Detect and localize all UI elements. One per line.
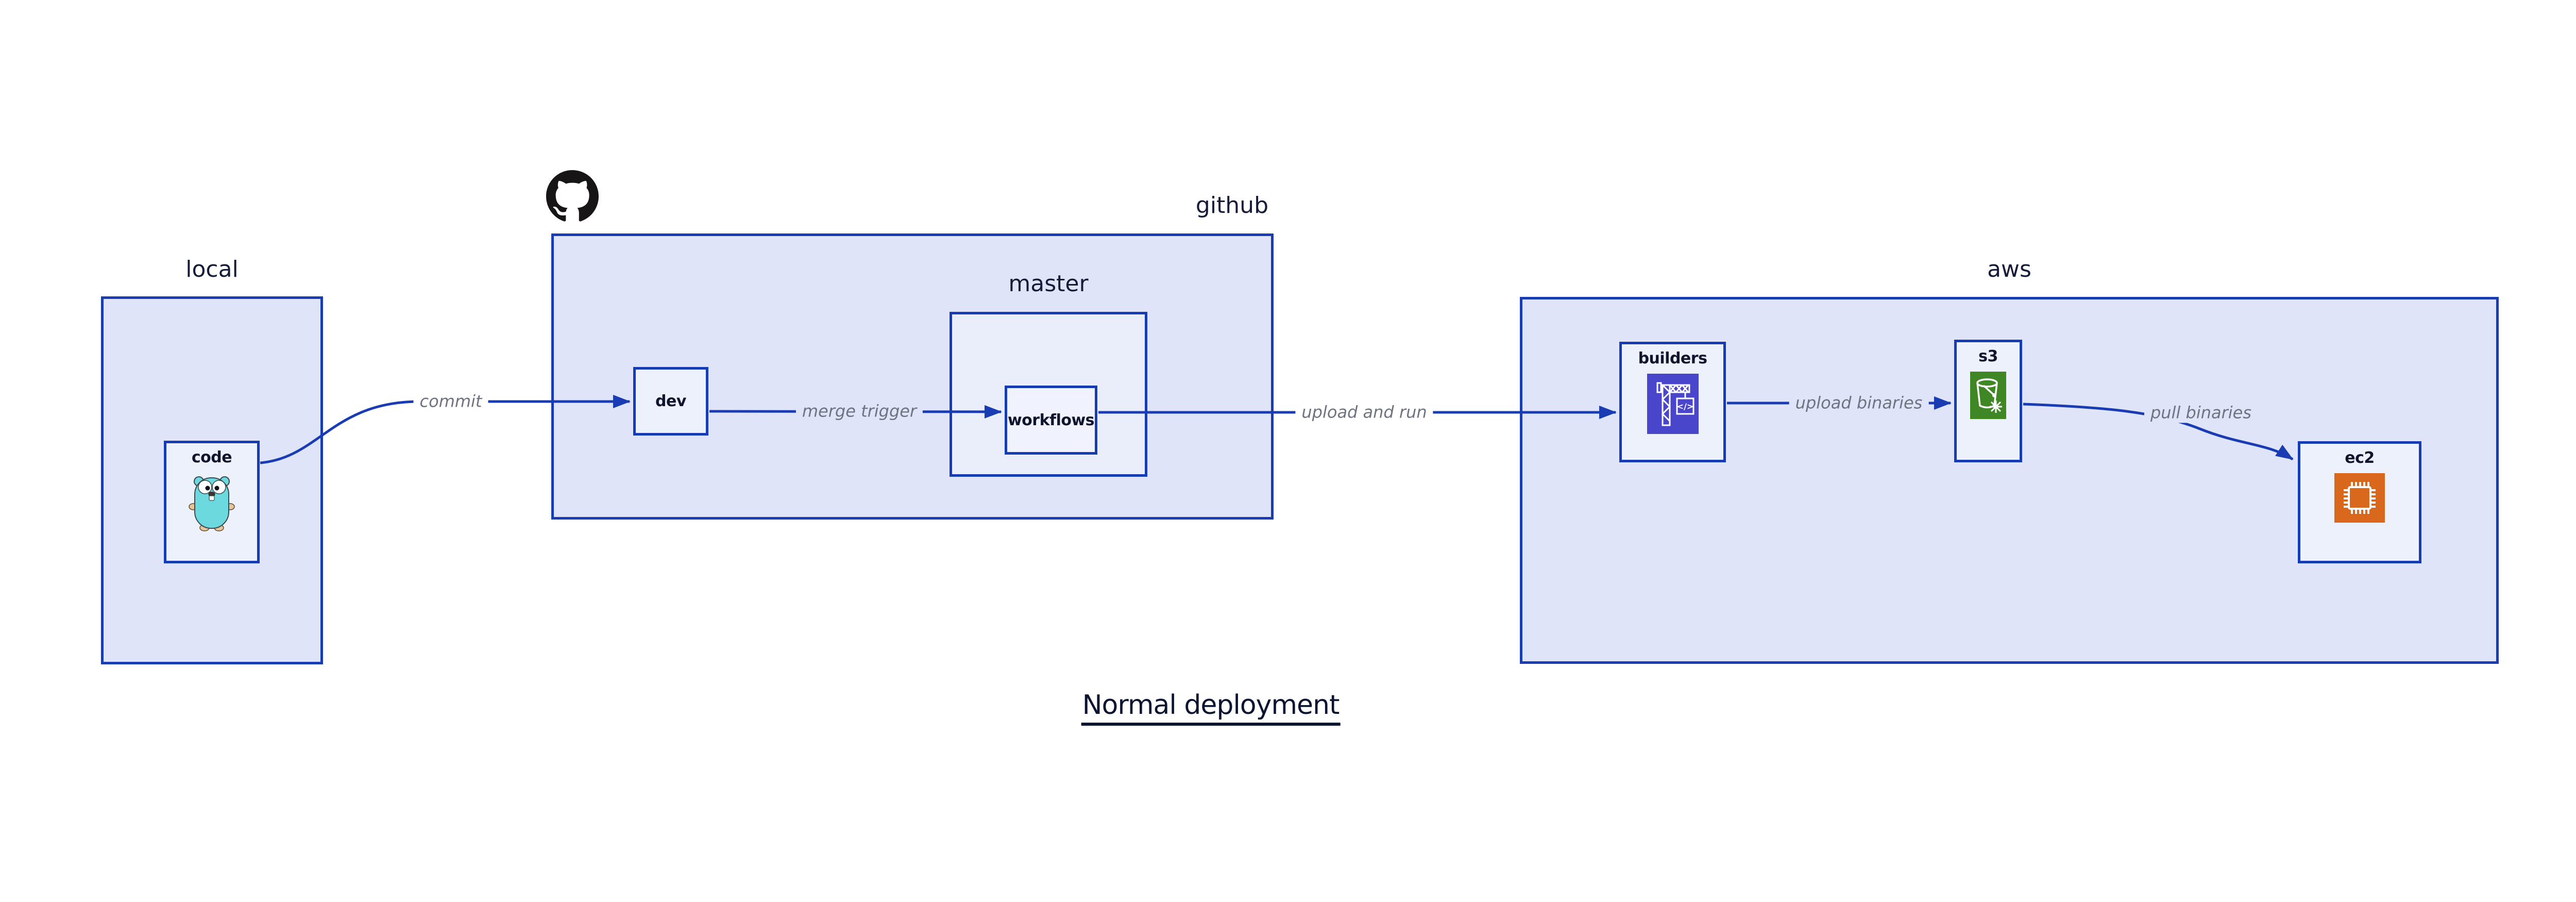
edge-label-upload-and-run: upload and run — [1295, 402, 1433, 423]
edge-label-upload-binaries: upload binaries — [1789, 393, 1929, 413]
go-gopher-icon — [189, 476, 235, 531]
svg-text:</>: </> — [1676, 402, 1693, 411]
group-label-aws: aws — [1987, 256, 2031, 282]
edge-label-commit: commit — [413, 391, 488, 412]
github-octocat-logo-icon — [546, 170, 599, 222]
node-workflows: workflows — [1005, 386, 1097, 455]
node-label-builders: builders — [1638, 349, 1707, 368]
group-label-master: master — [1008, 271, 1089, 297]
node-builders: builders </> — [1619, 342, 1726, 462]
node-ec2: ec2 — [2298, 441, 2421, 563]
group-label-local: local — [185, 256, 239, 282]
node-label-s3: s3 — [1978, 347, 1998, 365]
group-label-github: github — [1195, 192, 1268, 219]
node-label-ec2: ec2 — [2345, 449, 2375, 467]
ec2-chip-icon — [2334, 473, 2385, 523]
node-dev: dev — [633, 367, 708, 436]
node-label-dev: dev — [655, 392, 686, 410]
diagram-title: Normal deployment — [1081, 690, 1341, 726]
node-code: code — [164, 441, 260, 563]
node-label-code: code — [191, 448, 232, 466]
node-s3: s3 — [1954, 340, 2022, 462]
s3-bucket-icon — [1970, 372, 2006, 419]
edge-label-merge-trigger: merge trigger — [795, 401, 923, 422]
edge-label-pull-binaries: pull binaries — [2144, 403, 2258, 423]
codebuild-crane-icon: </> — [1647, 374, 1699, 434]
node-label-workflows: workflows — [1007, 411, 1095, 429]
